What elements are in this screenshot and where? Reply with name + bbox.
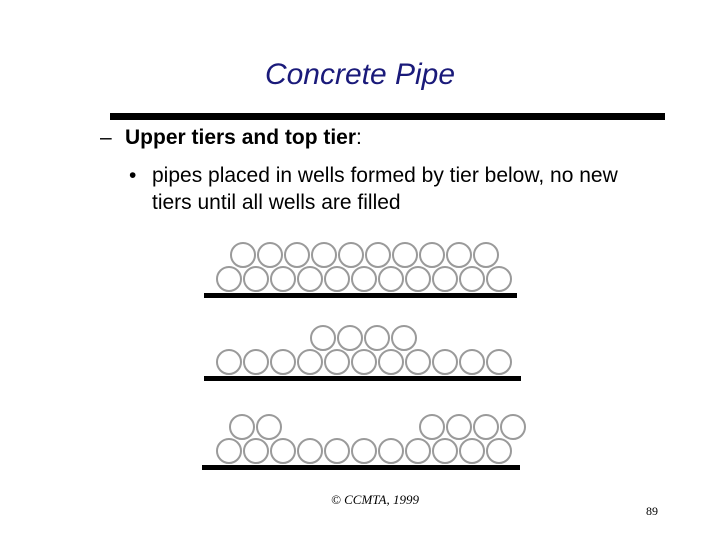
dot-bullet: • [129, 164, 137, 187]
pipe [432, 349, 458, 375]
pipe [243, 266, 269, 292]
pipe [419, 414, 445, 440]
pipe [297, 266, 323, 292]
pipe [270, 438, 296, 464]
pipe [216, 438, 242, 464]
pipe [297, 438, 323, 464]
pipe [256, 414, 282, 440]
pipe [459, 349, 485, 375]
title-underline [110, 113, 665, 120]
pipe [364, 325, 390, 351]
bullet-level-2: • pipes placed in wells formed by tier b… [129, 162, 649, 216]
pipe-stack-partial-ends [202, 414, 526, 470]
stack2-upper-tier [310, 325, 417, 351]
pipe [337, 325, 363, 351]
pipe [351, 349, 377, 375]
pipe [324, 266, 350, 292]
stack1-bottom-tier [216, 266, 512, 292]
pipe [243, 349, 269, 375]
pipe [338, 242, 364, 268]
pipe [297, 349, 323, 375]
pipe [486, 438, 512, 464]
pipe [351, 266, 377, 292]
dash-bullet: – [100, 126, 112, 149]
pipe [365, 242, 391, 268]
pipe [432, 266, 458, 292]
pipe [486, 266, 512, 292]
pipe [405, 349, 431, 375]
pipe [270, 349, 296, 375]
pipe [324, 438, 350, 464]
pipe [311, 242, 337, 268]
pipe [243, 438, 269, 464]
pipe [230, 242, 256, 268]
pipe [432, 438, 458, 464]
bullet1-bold-text: Upper tiers and top tier [125, 126, 357, 149]
pipe-stack-full [204, 242, 517, 298]
stack2-bottom-tier [216, 349, 512, 375]
pipe [446, 414, 472, 440]
slide-title: Concrete Pipe [264, 58, 456, 91]
ground-line [204, 376, 521, 381]
stack1-upper-tier [230, 242, 499, 268]
pipe [473, 242, 499, 268]
pipe [473, 414, 499, 440]
pipe [405, 266, 431, 292]
pipe [459, 438, 485, 464]
pipe [486, 349, 512, 375]
page-number: 89 [646, 504, 658, 518]
pipe [392, 242, 418, 268]
ground-line [204, 293, 517, 298]
pipe [378, 438, 404, 464]
pipe [378, 266, 404, 292]
pipe [216, 266, 242, 292]
pipe [257, 242, 283, 268]
copyright-footer: © CCMTA, 1999 [330, 492, 419, 507]
pipe [324, 349, 350, 375]
pipe [419, 242, 445, 268]
pipe-stack-partial-center [204, 325, 521, 381]
pipe [270, 266, 296, 292]
bullet-level-1: –Upper tiers and top tier: [100, 126, 362, 150]
pipe [459, 266, 485, 292]
ground-line [202, 465, 520, 470]
pipe [446, 242, 472, 268]
stack3-upper-tier [229, 414, 526, 440]
pipe [216, 349, 242, 375]
pipe [284, 242, 310, 268]
pipe [229, 414, 255, 440]
bullet1-colon: : [356, 126, 362, 149]
stack3-bottom-tier [216, 438, 512, 464]
pipe [405, 438, 431, 464]
pipe [500, 414, 526, 440]
pipe [378, 349, 404, 375]
pipe [351, 438, 377, 464]
bullet2-text: pipes placed in wells formed by tier bel… [152, 164, 618, 214]
pipe [391, 325, 417, 351]
pipe [310, 325, 336, 351]
